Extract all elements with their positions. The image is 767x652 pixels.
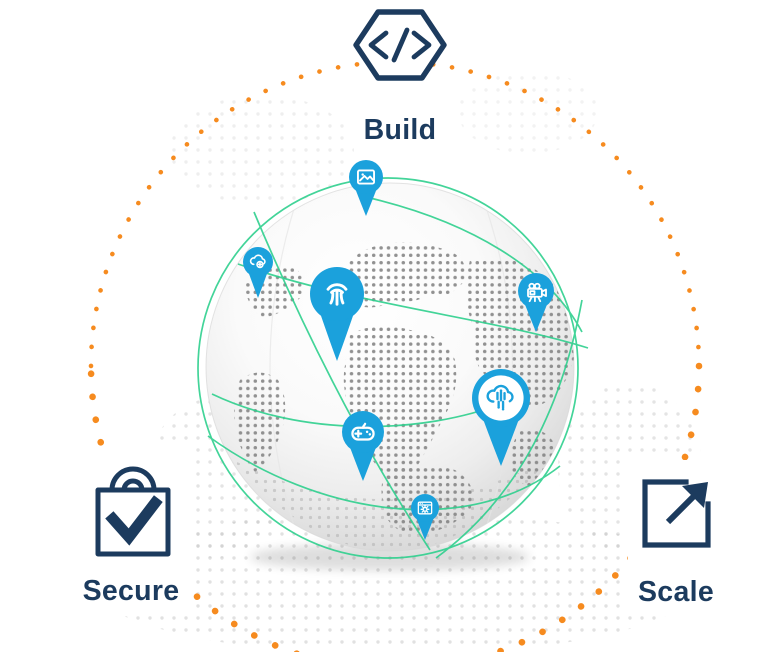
map-pin-cloud-add: [243, 247, 273, 298]
secure-label: Secure: [83, 575, 180, 607]
globe-rim-shading: [231, 459, 549, 551]
map-pins-layer: [243, 160, 554, 540]
secure-node: Secure: [83, 466, 180, 607]
map-pin-browser-gear: [411, 494, 439, 540]
background-halftone: [90, 70, 702, 652]
scale-node: Scale: [638, 479, 714, 608]
build-label: Build: [364, 114, 437, 146]
map-pin-cloud-circuit: [472, 369, 530, 466]
build-node: Build: [353, 9, 447, 146]
map-pin-video-camera: [518, 273, 554, 332]
scale-label: Scale: [638, 576, 714, 608]
expand-arrow-icon: [642, 479, 711, 548]
map-pin-fingerprint: [310, 267, 364, 361]
map-pin-gamepad: [342, 411, 384, 481]
globe-shadow: [250, 543, 530, 571]
map-pin-photo: [349, 160, 383, 216]
connection-lines: [197, 177, 589, 559]
padlock-check-icon: [95, 466, 171, 557]
code-hexagon-icon: [353, 9, 447, 81]
